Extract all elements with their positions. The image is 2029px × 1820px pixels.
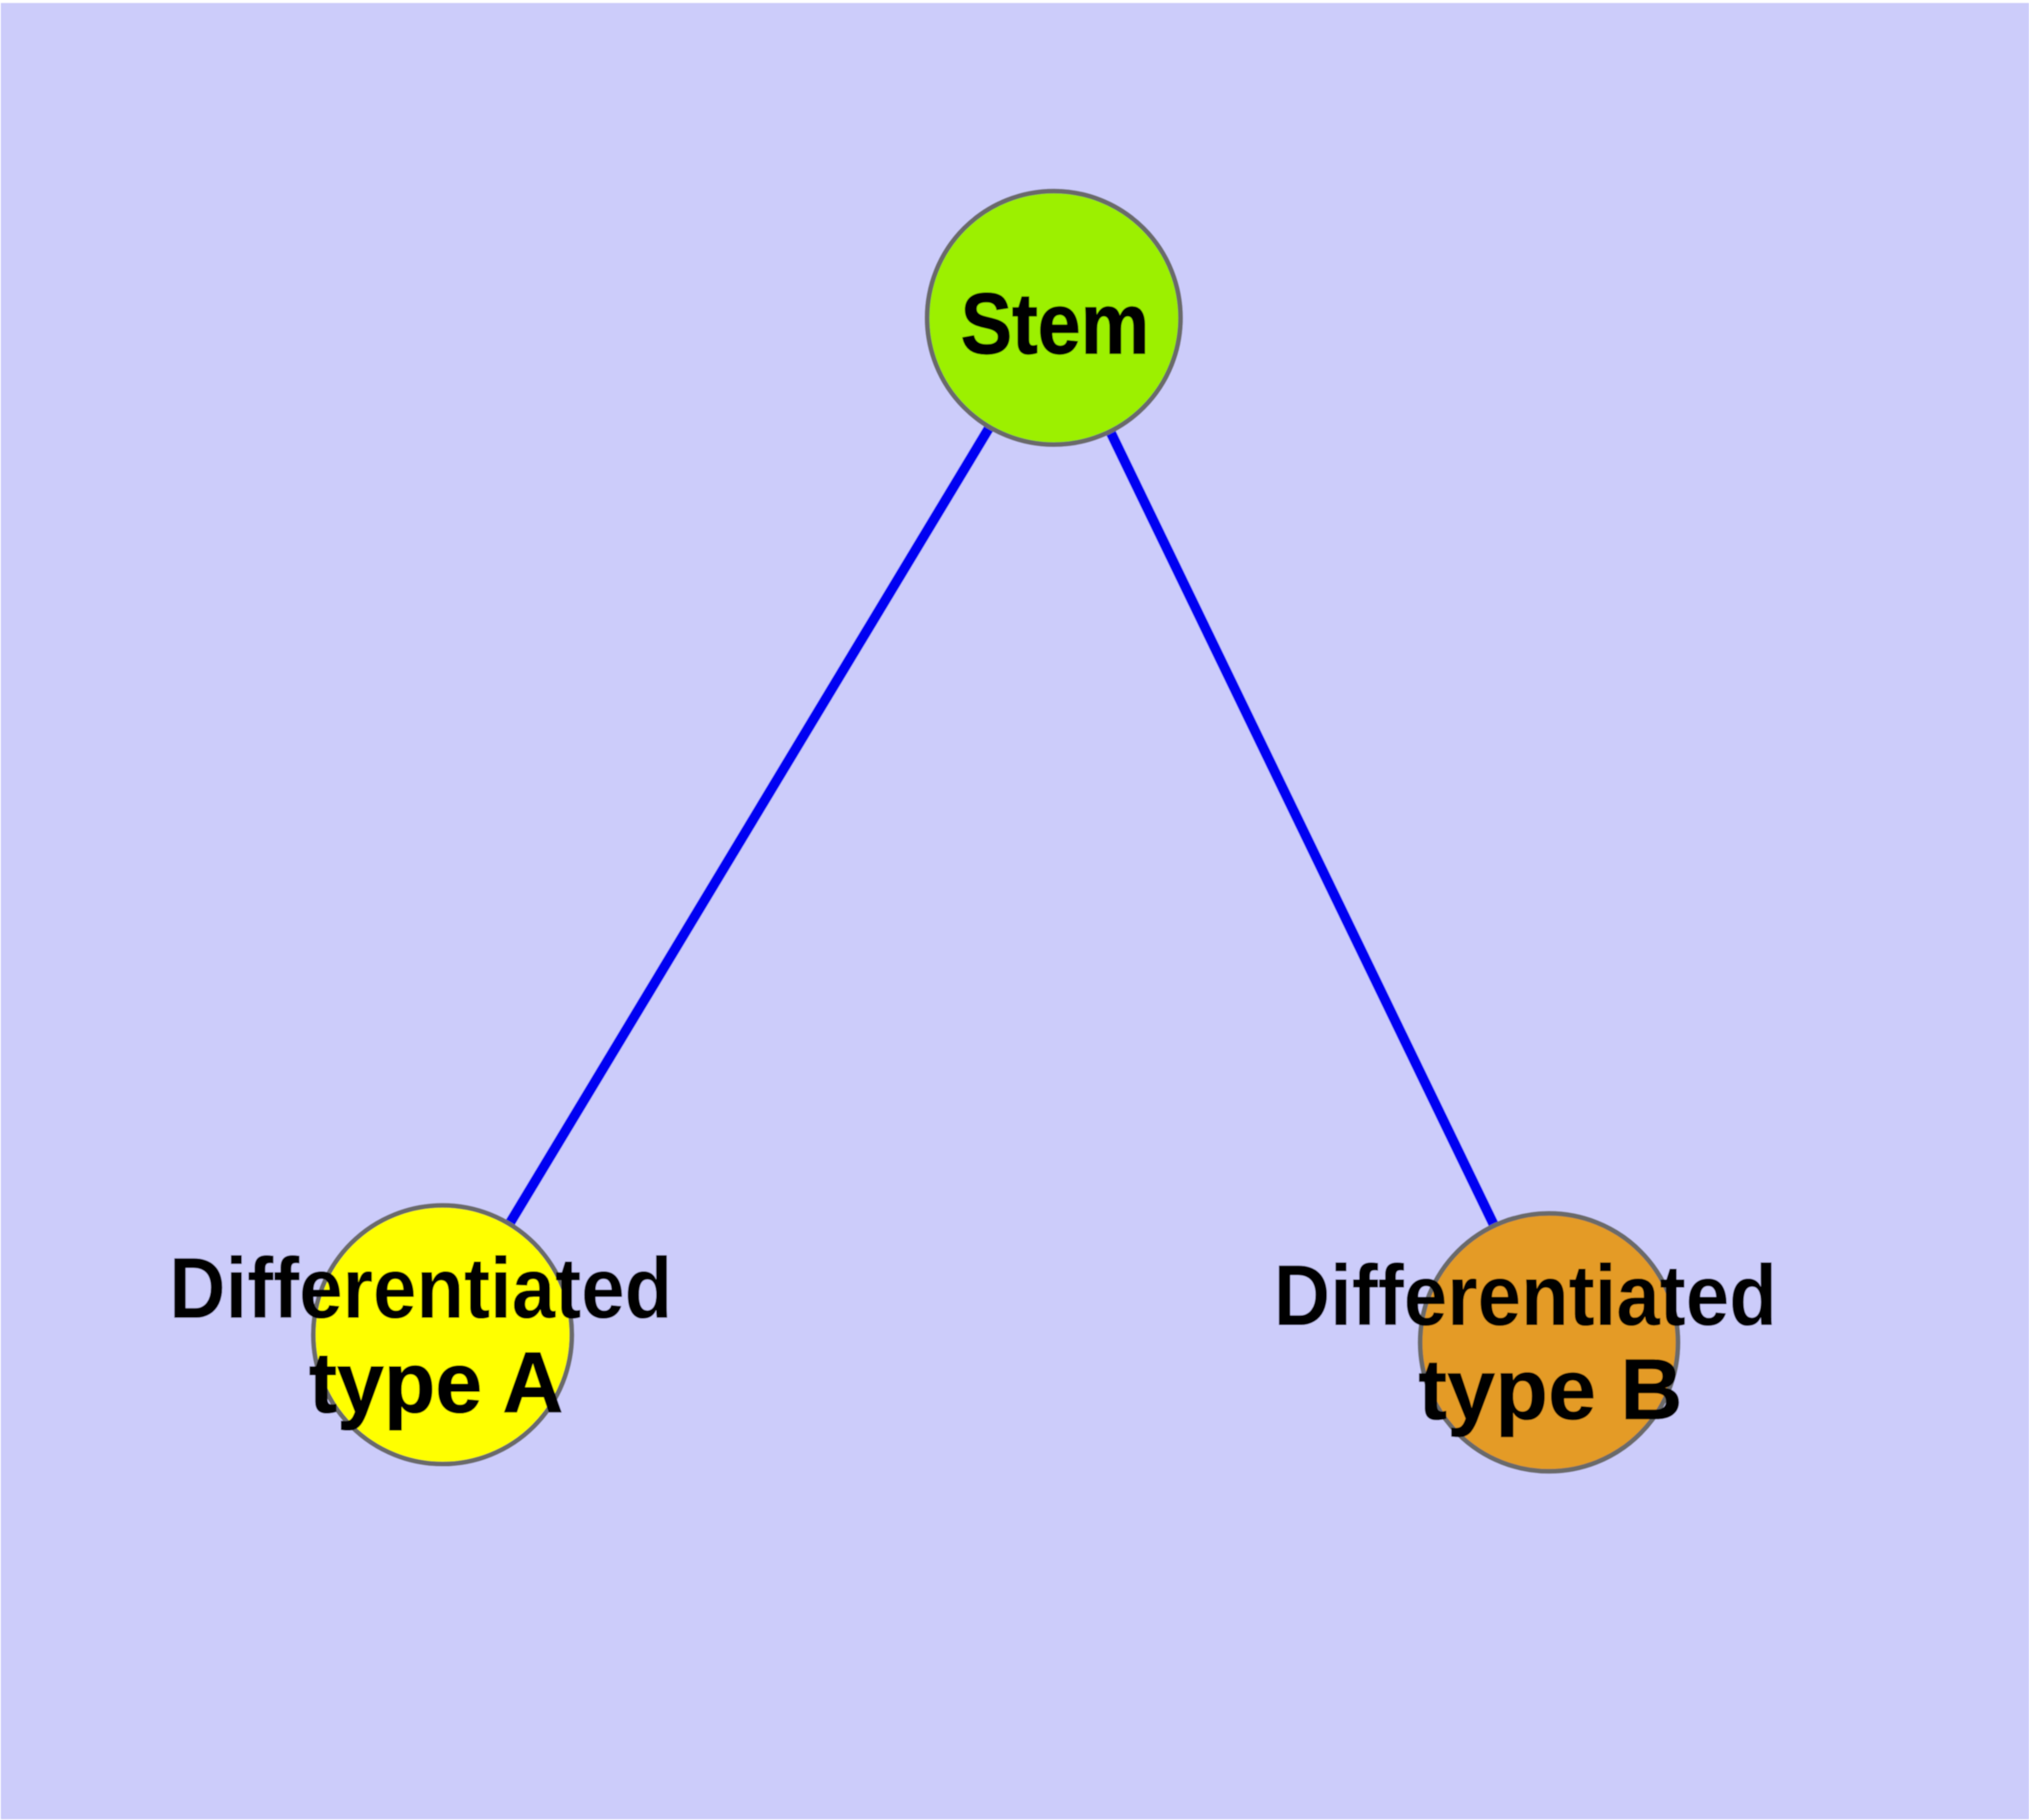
svg-text:type B: type B — [1418, 1342, 1683, 1438]
svg-text:Stem: Stem — [961, 277, 1150, 372]
svg-text:type A: type A — [309, 1336, 563, 1431]
svg-text:Differentiated: Differentiated — [1274, 1249, 1777, 1344]
svg-text:Differentiated: Differentiated — [169, 1241, 672, 1336]
